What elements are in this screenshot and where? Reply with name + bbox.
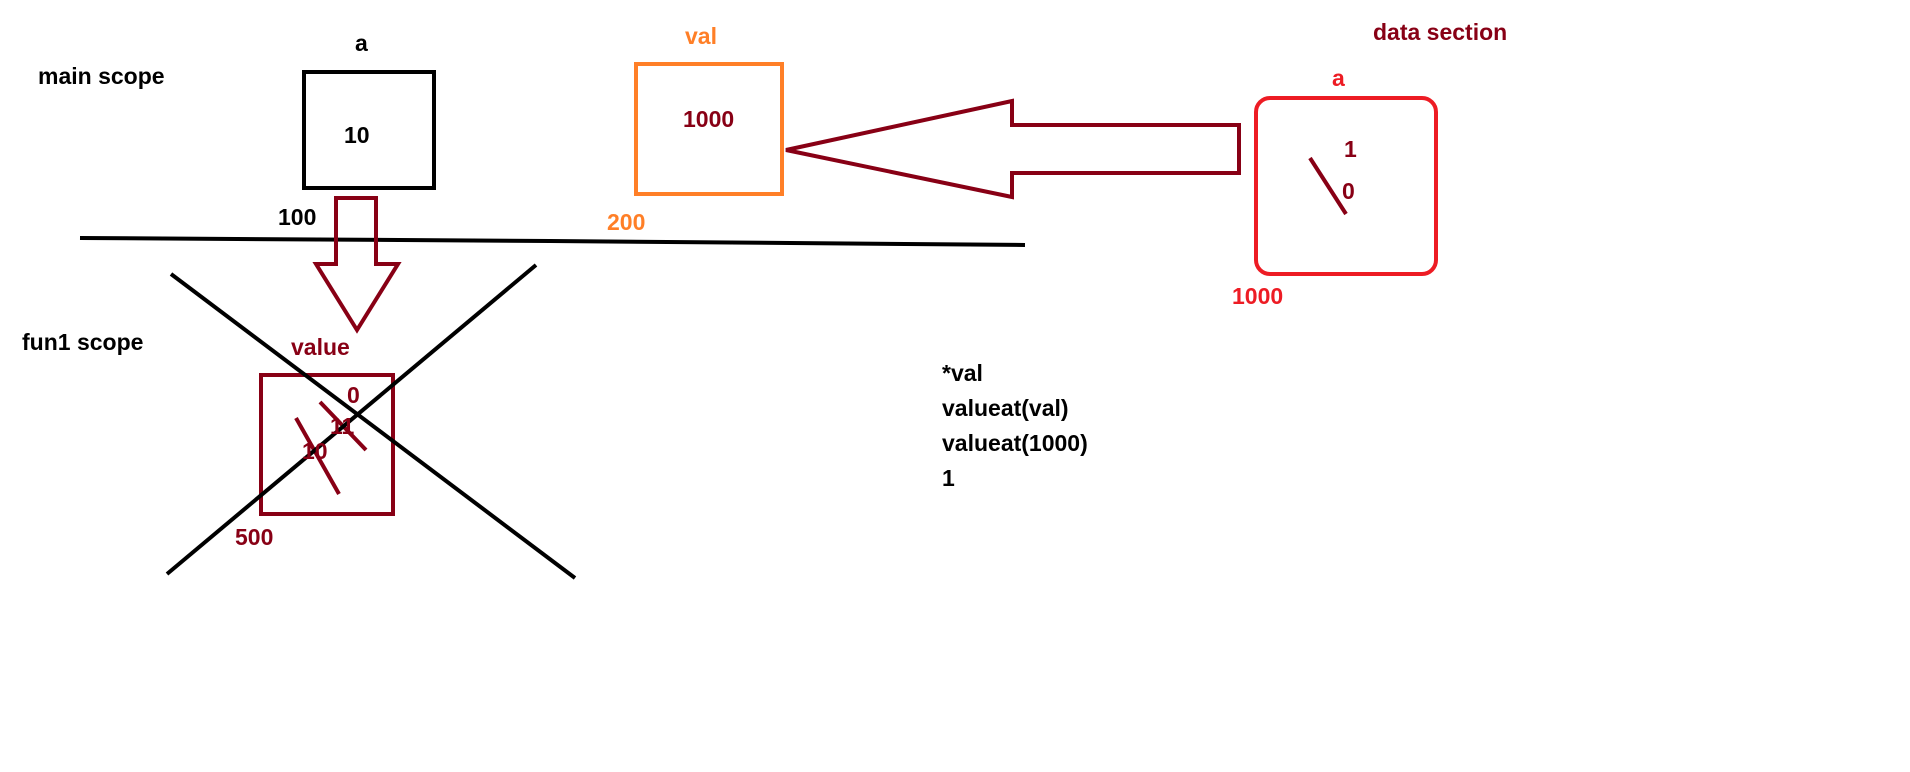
scope-divider-line [79,236,1026,247]
strike-mark-0 [1308,156,1348,216]
note-line: valueat(val) [942,395,1069,421]
fun1-value-0: 0 [347,382,360,408]
strike-mark-10 [294,417,341,495]
val-box [634,62,784,196]
scope-destroyed-line-2 [165,263,538,576]
note-line: *val [942,360,983,386]
fun1-value-box [259,373,395,516]
note-line: 1 [942,465,955,491]
note-line: valueat(1000) [942,430,1088,456]
main-var-name: a [355,30,368,56]
fun1-address: 500 [235,524,274,550]
fun1-value-10: 10 [302,438,328,464]
data-var-name: a [1332,65,1345,91]
copy-arrow [312,196,402,334]
pointer-var-address: 200 [607,209,646,235]
data-new-value: 1 [1344,136,1357,162]
pointer-var-name: val [685,23,717,49]
pointer-var-value: 1000 [683,106,735,132]
main-a-box [302,70,436,190]
scope-destroyed-line-1 [169,272,577,580]
fun1-scope-label: fun1 scope [22,329,144,355]
main-scope-label: main scope [38,63,165,89]
data-old-value: 0 [1342,178,1355,204]
dereference-notes: *val valueat(val) valueat(1000) 1 [942,356,1088,496]
data-address: 1000 [1232,283,1284,309]
main-var-value: 10 [344,122,370,148]
fun1-value-11: 11 [330,413,355,439]
fun1-var-name: value [291,334,350,360]
pointer-arrow [785,98,1241,200]
main-var-address: 100 [278,204,317,230]
data-section-box [1254,96,1438,276]
data-section-title: data section [1373,19,1508,45]
